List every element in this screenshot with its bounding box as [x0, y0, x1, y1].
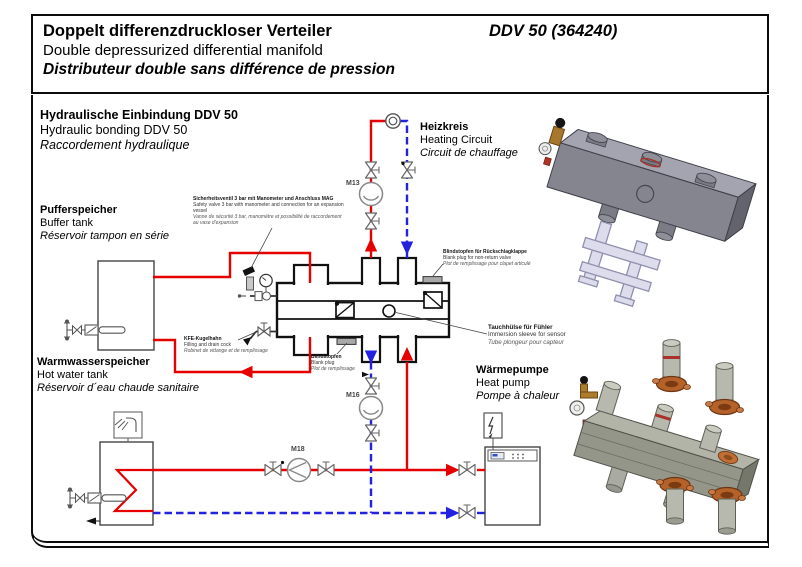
buffer-tank-en: Buffer tank [40, 217, 93, 229]
heating-circuit-fr: Circuit de chauffage [420, 147, 518, 159]
header: Doppelt differenzdruckloser Verteiler Do… [31, 14, 769, 94]
label-heat-pump: Wärmepumpe Heat pump Pompe à chaleur [476, 364, 559, 403]
mounting-bracket-render [577, 220, 661, 308]
leader-lines [237, 227, 488, 355]
shower-icon [113, 411, 143, 442]
annotation-bpcv-fr: Plot de remplissage pour clapet articulé [443, 261, 531, 267]
immersion-sleeve-symbol [382, 304, 396, 318]
title-en: Double depressurized differential manifo… [43, 42, 323, 59]
annotation-blank-plug-de: Blindstopfen [311, 354, 342, 360]
drain-icon [86, 517, 100, 525]
heat-pump-en: Heat pump [476, 377, 530, 389]
label-hot-water-tank: Warmwasserspeicher Hot water tank Réserv… [37, 356, 199, 395]
model-number: DDV 50 (364240) [489, 22, 618, 40]
title-de: Doppelt differenzdruckloser Verteiler [43, 22, 332, 40]
hot-water-tank-fr: Réservoir d´eau chaude sanitaire [37, 382, 200, 394]
section-title-en: Hydraulic bonding DDV 50 [40, 123, 188, 137]
annotation-immersion-sleeve: Tauchhülse für Fühler Immersion sleeve f… [488, 324, 608, 346]
pump-label-m18: M18 [291, 446, 305, 453]
check-valve-right [422, 290, 443, 309]
annotation-immersion-fr: Tube plongeur pour capteur [488, 338, 564, 346]
annotation-bpcv-de: Blindstopfen für Rückschlagklappe [443, 249, 527, 255]
heat-pump-fr: Pompe à chaleur [476, 390, 560, 402]
safety-valve-group [237, 266, 277, 302]
heating-circuit-en: Heating Circuit [420, 134, 493, 146]
annotation-bpcv-en: Blank plug for non-return valve [443, 255, 512, 261]
annotation-kfe-en: Filling and drain cock [184, 342, 231, 348]
pump-m18-symbol [286, 457, 312, 483]
buffer-tank-symbol [97, 260, 155, 351]
ddv-manifold-symbol [237, 256, 451, 364]
manifold-exploded-render [569, 339, 760, 535]
pump-label-m16: M16 [346, 392, 360, 399]
pump-label-m13: M13 [346, 180, 360, 187]
annotation-immersion-en: Immersion sleeve for sensor [488, 331, 566, 339]
annotation-immersion-de: Tauchhülse für Fühler [488, 324, 553, 331]
annotation-safety-valve-fr: Vanne de sécurité 3 bar, manomètre et po… [193, 214, 342, 226]
heat-pump-de: Wärmepumpe [476, 364, 549, 376]
annotation-fill-drain-cock: KFE-Kugelhahn Filling and drain cock Rob… [184, 336, 334, 354]
supply-pipes [112, 119, 486, 513]
hot-water-tank-en: Hot water tank [37, 369, 108, 381]
annotation-safety-valve-en: Safety valve 3 bar with manometer and co… [193, 202, 344, 214]
annotation-safety-valve-de: Sicherheitsventil 3 bar mit Manometer un… [193, 196, 334, 202]
fill-drain-cock-symbol [243, 322, 277, 346]
flow-arrows [239, 238, 460, 520]
section-title: Hydraulische Einbindung DDV 50 Hydraulic… [40, 108, 238, 153]
air-vent-gauge-symbol [385, 113, 401, 129]
heat-pump-symbol [484, 446, 541, 526]
buffer-sensor-symbol [64, 319, 126, 341]
annotation-blank-plug-check-valve: Blindstopfen für Rückschlagklappe Blank … [443, 249, 578, 267]
check-valve-left [334, 301, 355, 319]
power-supply-icon [483, 412, 503, 450]
pump-m13-symbol [358, 181, 384, 207]
buffer-tank-fr: Réservoir tampon en série [40, 230, 170, 242]
manifold-3d-render [538, 117, 757, 308]
blank-plug-bottom [336, 337, 357, 345]
hot-water-sensor-symbol [67, 487, 127, 509]
hot-water-tank-de: Warmwasserspeicher [37, 356, 150, 368]
pump-m16-symbol [358, 395, 384, 421]
hot-water-tank-symbol [99, 441, 154, 526]
annotation-blank-plug-en: Blank plug [311, 360, 335, 366]
annotation-blank-plug: Blindstopfen Blank plug Plot de rempliss… [311, 354, 396, 372]
section-title-fr: Raccordement hydraulique [40, 138, 190, 152]
section-title-de: Hydraulische Einbindung DDV 50 [40, 108, 238, 122]
buffer-tank-de: Pufferspeicher [40, 204, 118, 216]
title-fr: Distributeur double sans différence de p… [43, 61, 395, 78]
label-buffer-tank: Pufferspeicher Buffer tank Réservoir tam… [40, 204, 169, 243]
annotation-safety-valve: Sicherheitsventil 3 bar mit Manometer un… [193, 196, 345, 226]
annotation-kfe-de: KFE-Kugelhahn [184, 336, 222, 342]
annotation-blank-plug-fr: Plot de remplissage [311, 366, 355, 372]
blank-plug-top [422, 276, 443, 284]
shutoff-valves [264, 161, 476, 520]
label-heating-circuit: Heizkreis Heating Circuit Circuit de cha… [420, 121, 518, 160]
heating-circuit-de: Heizkreis [420, 121, 469, 133]
annotation-kfe-fr: Robinet de vidange et de remplissage [184, 348, 268, 354]
